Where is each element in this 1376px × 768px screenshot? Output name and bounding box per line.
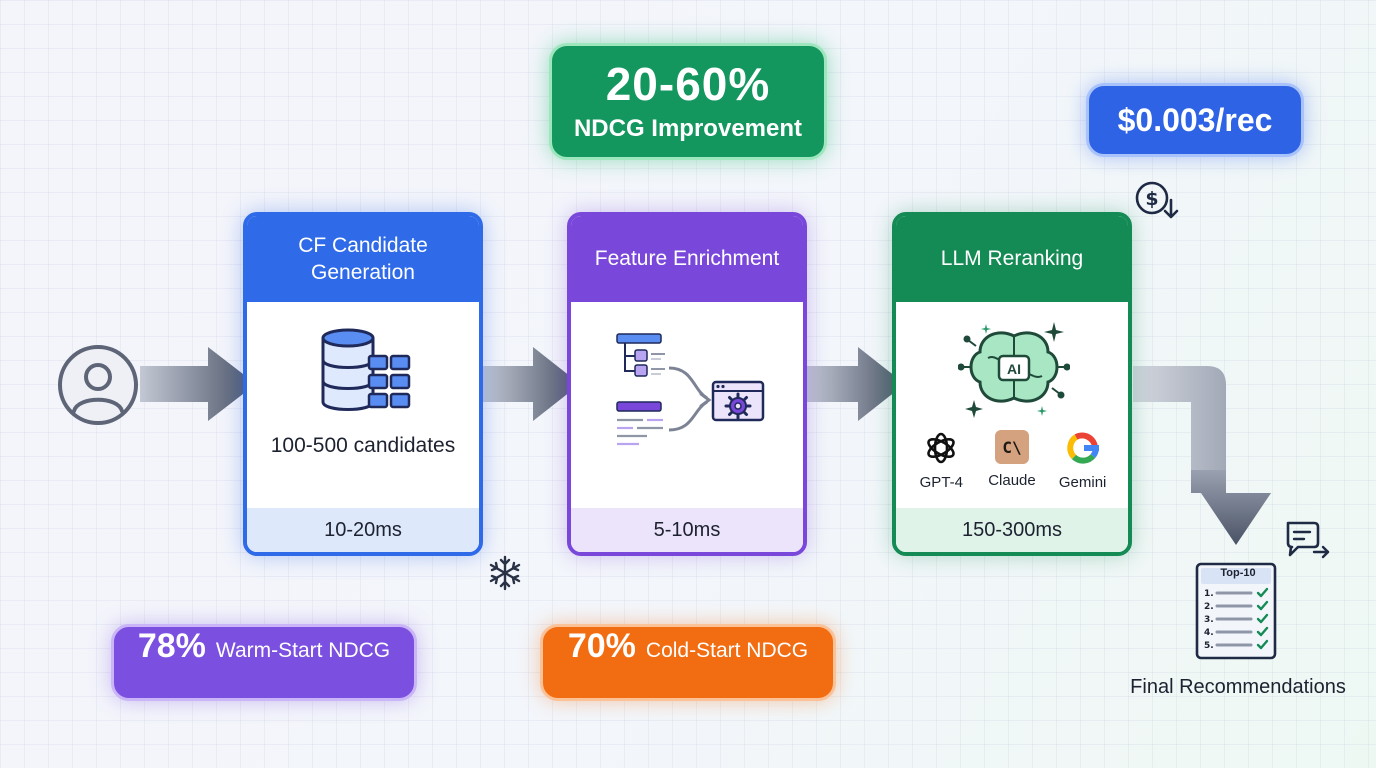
claude-logo-icon: C\ xyxy=(994,430,1029,464)
model-name: GPT-4 xyxy=(919,474,963,491)
stage-title: LLM Reranking xyxy=(896,216,1128,302)
stage-title: CF Candidate Generation xyxy=(247,216,479,302)
stage-latency: 150-300ms xyxy=(896,508,1128,552)
warm-start-badge: 78% Warm-Start NDCG xyxy=(111,624,417,701)
arrow-output-head xyxy=(1191,470,1271,545)
candidate-count: 100-500 candidates xyxy=(270,434,456,457)
ai-brain-icon: AI xyxy=(958,322,1070,418)
model-name: Claude xyxy=(988,472,1036,489)
llm-model-gemini: Gemini xyxy=(1048,430,1118,491)
stage-body: AI GPT-4 xyxy=(896,302,1128,508)
svg-text:AI: AI xyxy=(1007,361,1021,377)
list-number: 3. xyxy=(1204,615,1214,625)
llm-model-list: GPT-4 C\ Claude Gemini xyxy=(896,430,1128,491)
arrow-cf-to-feature xyxy=(483,347,580,421)
top10-title: Top-10 xyxy=(1220,567,1256,579)
ndcg-improvement-badge: 20-60% NDCG Improvement xyxy=(549,43,827,160)
cold-start-value: 70% xyxy=(567,627,636,665)
list-number: 5. xyxy=(1204,641,1214,651)
final-recommendations-label: Final Recommendations xyxy=(1130,676,1346,698)
chat-forward-icon xyxy=(1286,521,1330,559)
user-avatar-icon xyxy=(58,345,138,425)
list-number: 1. xyxy=(1204,589,1214,599)
warm-start-label: Warm-Start NDCG xyxy=(215,639,391,662)
snowflake-icon xyxy=(489,555,521,591)
svg-text:$: $ xyxy=(1145,188,1158,210)
model-name: Gemini xyxy=(1058,474,1107,491)
list-number: 2. xyxy=(1204,602,1214,612)
warm-start-value: 78% xyxy=(137,627,206,665)
llm-model-gpt4: GPT-4 xyxy=(906,430,976,491)
stage-llm-reranking: LLM Reranking AI xyxy=(892,212,1132,556)
cold-start-label: Cold-Start NDCG xyxy=(645,639,809,662)
stage-body xyxy=(571,302,803,508)
google-logo-icon xyxy=(1066,432,1099,464)
top10-list-icon xyxy=(1195,562,1277,660)
improvement-value: 20-60% xyxy=(605,58,771,111)
stage-body: 100-500 candidates xyxy=(247,302,479,508)
stage-latency: 5-10ms xyxy=(571,508,803,552)
cost-badge: $0.003/rec xyxy=(1086,83,1304,157)
feature-merge-icon xyxy=(616,333,765,446)
llm-model-claude: C\ Claude xyxy=(977,430,1047,491)
list-number: 4. xyxy=(1204,628,1214,638)
stage-feature-enrichment: Feature Enrichment xyxy=(567,212,807,556)
arrow-user-to-cf xyxy=(140,347,256,421)
database-icon xyxy=(321,328,411,411)
openai-logo-icon xyxy=(927,432,956,464)
dollar-down-icon: $ xyxy=(1135,181,1179,219)
cold-start-badge: 70% Cold-Start NDCG xyxy=(540,624,836,701)
stage-title: Feature Enrichment xyxy=(571,216,803,302)
stage-latency: 10-20ms xyxy=(247,508,479,552)
improvement-label: NDCG Improvement xyxy=(573,114,803,142)
stage-cf-candidate-generation: CF Candidate Generation 100-500 candidat… xyxy=(243,212,483,556)
cost-value: $0.003/rec xyxy=(1117,101,1273,138)
arrow-feature-to-llm xyxy=(807,347,905,421)
